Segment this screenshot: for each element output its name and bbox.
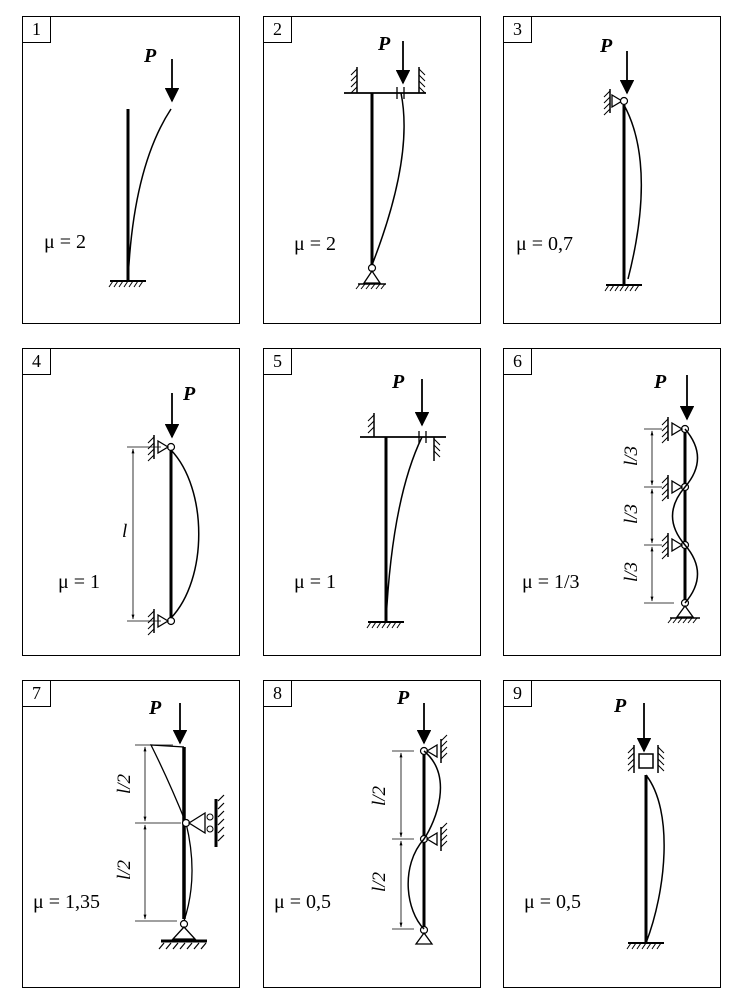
load-label: P <box>144 45 157 67</box>
pin-roller-support <box>603 89 629 116</box>
panel-number: 6 <box>504 349 532 375</box>
panel-9: 9 P μ = 0,5 <box>503 680 721 988</box>
panel-1: 1 P μ = 2 <box>22 16 240 324</box>
pin-support-bottom <box>158 919 207 950</box>
panel-6: 6 <box>503 348 721 656</box>
panel-7: 7 <box>22 680 240 988</box>
fixed-support <box>108 280 146 288</box>
mu-label: μ = 2 <box>44 231 87 253</box>
load-label: P <box>654 371 667 393</box>
length-dimension <box>127 446 161 622</box>
segment-label: l/3 <box>621 561 643 583</box>
mu-label: μ = 1 <box>294 571 337 593</box>
panel-number: 8 <box>264 681 292 707</box>
panel-number: 4 <box>23 349 51 375</box>
panel-number: 3 <box>504 17 532 43</box>
panel-3: 3 P μ = 0,7 <box>503 16 721 324</box>
load-label: P <box>600 35 613 57</box>
load-label: P <box>614 695 627 717</box>
mid-roller-support <box>181 794 225 847</box>
load-label: P <box>183 383 196 405</box>
segment-dimensions <box>392 750 414 930</box>
panel-number: 2 <box>264 17 292 43</box>
right-wall <box>433 437 441 461</box>
panel-number: 7 <box>23 681 51 707</box>
fixed-support <box>366 621 404 629</box>
mu-label: μ = 1/3 <box>522 571 580 593</box>
fixed-support <box>604 284 642 292</box>
sliding-clamp <box>627 745 665 773</box>
buckled-shape <box>407 750 442 930</box>
buckled-shape <box>671 428 699 604</box>
segment-label: l/2 <box>369 871 391 893</box>
load-label: P <box>392 371 405 393</box>
column-diagram <box>360 379 446 629</box>
support-2 <box>661 475 690 502</box>
column-diagram <box>344 41 426 290</box>
column-diagram <box>108 59 180 288</box>
pin-support-bottom <box>414 925 434 945</box>
segment-label: l/2 <box>114 859 136 881</box>
panel-number: 5 <box>264 349 292 375</box>
buckled-shape <box>127 108 172 282</box>
buckled-shape <box>371 92 405 266</box>
top-support <box>147 435 176 462</box>
mu-label: μ = 0,5 <box>524 891 582 913</box>
segment-label: l/3 <box>621 445 643 467</box>
buckled-shape <box>385 436 423 623</box>
panel-number: 1 <box>23 17 51 43</box>
column-diagram <box>626 703 665 950</box>
column-diagram <box>603 51 643 292</box>
mu-label: μ = 0,5 <box>274 891 332 913</box>
mu-label: μ = 2 <box>294 233 337 255</box>
length-label: l <box>122 521 128 542</box>
panel-number: 9 <box>504 681 532 707</box>
segment-dimensions <box>644 428 674 604</box>
column-diagram <box>127 393 200 636</box>
fixed-support <box>626 942 664 950</box>
load-label: P <box>378 33 391 55</box>
load-label: P <box>397 687 410 709</box>
pin-support <box>355 263 386 290</box>
buckled-shape <box>149 744 193 922</box>
column-diagram <box>135 703 225 950</box>
segment-label: l/3 <box>621 503 643 525</box>
top-support <box>419 734 448 763</box>
segment-label: l/2 <box>369 785 391 807</box>
load-label: P <box>149 697 162 719</box>
segment-dimensions <box>135 744 181 922</box>
panel-4: 4 P l μ = <box>22 348 240 656</box>
panel-2: 2 P μ = 2 <box>263 16 481 324</box>
slider <box>396 87 405 99</box>
right-wall <box>418 67 426 94</box>
panel-8: 8 <box>263 680 481 988</box>
panel-5: 5 P μ = 1 <box>263 348 481 656</box>
mu-label: μ = 1,35 <box>33 891 101 913</box>
left-wall <box>367 413 375 437</box>
buckled-shape <box>623 104 643 280</box>
segment-label: l/2 <box>114 773 136 795</box>
column-diagram <box>644 375 700 624</box>
mu-label: μ = 1 <box>58 571 101 593</box>
slider <box>418 431 427 443</box>
left-wall <box>350 67 358 94</box>
column-diagram <box>392 703 448 945</box>
mu-label: μ = 0,7 <box>516 233 574 255</box>
buckled-shape <box>645 774 665 944</box>
buckled-shape <box>170 449 200 619</box>
